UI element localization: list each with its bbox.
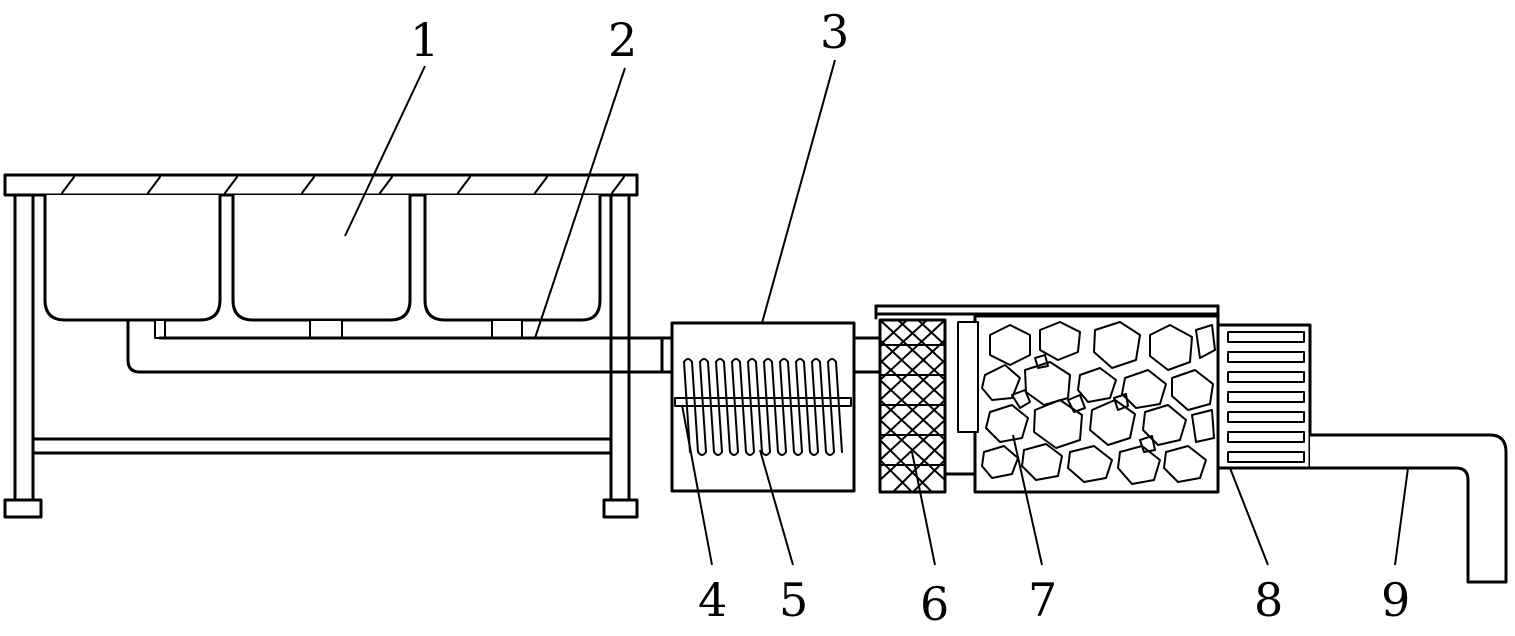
callout-2: 2 [608, 13, 637, 67]
outlet-pipe-body [1308, 433, 1508, 584]
outlet-grille-body [1216, 323, 1312, 470]
outlet-grille [1216, 323, 1312, 470]
drain-pipe [126, 318, 676, 374]
callout-7: 7 [1028, 573, 1057, 627]
callout-6: 6 [920, 577, 949, 631]
gravel-stones [981, 321, 1216, 485]
callout-labels: 1 2 3 4 5 6 7 8 9 [410, 5, 1410, 631]
leader-3 [761, 59, 836, 324]
filter-box [670, 321, 882, 493]
lattice-filter [878, 318, 947, 494]
leader-5 [759, 449, 794, 566]
sink-basin-right [423, 193, 602, 322]
table-foot-left [3, 498, 43, 519]
sink-basin-middle [231, 193, 412, 322]
spiral-blades [683, 358, 843, 456]
leader-1 [344, 65, 426, 237]
drain-stub-3 [491, 319, 523, 339]
callout-5: 5 [779, 573, 808, 627]
drain-stub-2 [309, 319, 343, 339]
sink-basin-left [43, 193, 222, 322]
callout-3: 3 [820, 5, 849, 59]
table-top-hatch [61, 176, 625, 194]
gravel-filter-tank [874, 304, 1220, 494]
leader-2 [534, 67, 626, 339]
leader-lines [344, 59, 1409, 566]
leader-8 [1229, 467, 1269, 566]
outlet-pipe [1308, 433, 1508, 584]
leader-9 [1394, 467, 1409, 566]
leader-7 [1012, 434, 1043, 566]
rotating-shaft [674, 397, 852, 407]
callout-9: 9 [1381, 573, 1410, 627]
inner-baffle [957, 321, 979, 433]
table-leg-left [13, 193, 35, 502]
leader-4 [681, 404, 713, 566]
sink-table [3, 173, 639, 519]
callout-1: 1 [410, 13, 439, 67]
callout-4: 4 [698, 573, 727, 627]
table-crossbar [31, 437, 613, 455]
table-leg-right [609, 193, 631, 502]
drain-stub-1 [154, 319, 166, 339]
callout-8: 8 [1254, 573, 1283, 627]
table-foot-right [602, 498, 639, 519]
leader-6 [911, 451, 936, 566]
